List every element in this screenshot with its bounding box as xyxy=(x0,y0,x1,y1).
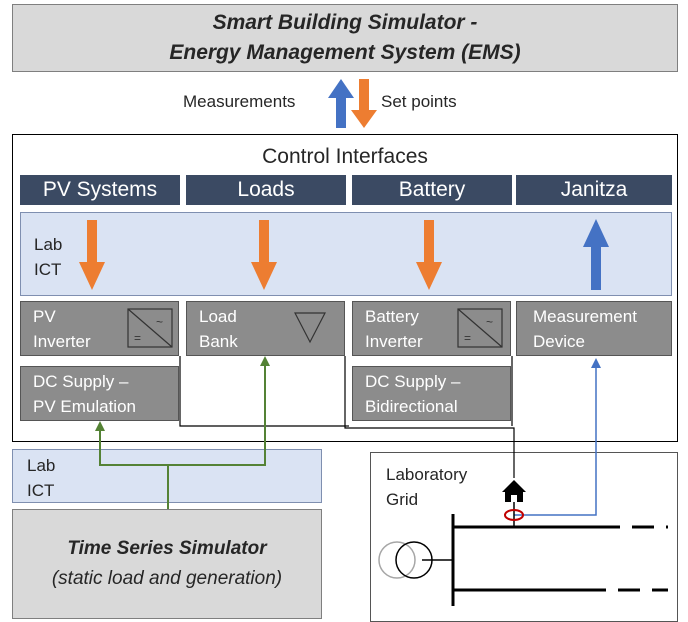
pv-inverter-line2: Inverter xyxy=(33,332,91,351)
load-bank-icon xyxy=(294,312,326,344)
svg-text:~: ~ xyxy=(156,315,163,329)
dc-supply-bidi-line1: DC Supply – xyxy=(365,372,461,391)
lab-ict-top-label: Lab ICT xyxy=(34,232,62,282)
svg-text:=: = xyxy=(134,331,141,345)
lab-ict-bottom-line2: ICT xyxy=(27,481,55,500)
house-icon xyxy=(502,480,526,502)
ems-title-line1: Smart Building Simulator - xyxy=(212,11,478,34)
measurement-device-line2: Device xyxy=(533,332,585,351)
svg-text:~: ~ xyxy=(486,315,493,329)
svg-text:=: = xyxy=(464,331,471,345)
grid-label-line2: Grid xyxy=(386,490,419,509)
current-sensor-icon xyxy=(504,509,524,521)
dc-supply-bidirectional: DC Supply – Bidirectional xyxy=(352,366,511,421)
pv-inverter-icon: = ~ xyxy=(127,308,173,348)
battery-inverter-line1: Battery xyxy=(365,307,419,326)
transformer-icon xyxy=(378,541,433,579)
load-bank: Load Bank xyxy=(186,301,345,356)
lab-ict-bottom-line1: Lab xyxy=(27,456,56,475)
lab-ict-bottom-label: Lab ICT xyxy=(27,453,55,503)
set-points-label: Set points xyxy=(381,92,457,111)
interface-janitza: Janitza xyxy=(516,175,672,205)
time-series-subtitle: (static load and generation) xyxy=(51,568,283,589)
dc-supply-pv-emulation: DC Supply – PV Emulation xyxy=(20,366,179,421)
ems-box: Smart Building Simulator - Energy Manage… xyxy=(12,4,678,72)
load-bank-line2: Bank xyxy=(199,332,238,351)
battery-inverter: Battery Inverter xyxy=(352,301,511,356)
time-series-links xyxy=(99,364,266,509)
dc-supply-pv-line2: PV Emulation xyxy=(33,397,136,416)
janitza-measurement-arrow xyxy=(583,219,609,290)
interface-pv-systems: PV Systems xyxy=(20,175,180,205)
lab-ict-top-line1: Lab xyxy=(34,235,63,254)
interface-loads: Loads xyxy=(186,175,346,205)
battery-setpoint-arrow xyxy=(416,220,442,290)
laboratory-grid xyxy=(370,452,678,622)
measurement-link xyxy=(514,366,597,516)
grid-label-line1: Laboratory xyxy=(386,465,468,484)
measurements-label: Measurements xyxy=(183,92,296,111)
control-interfaces-title: Control Interfaces xyxy=(262,145,428,168)
grid-busbars xyxy=(422,502,668,606)
battery-inverter-line2: Inverter xyxy=(365,332,423,351)
time-series-title: Time Series Simulator xyxy=(67,538,267,559)
lab-ict-top xyxy=(20,212,672,296)
dc-supply-bidi-line2: Bidirectional xyxy=(365,397,458,416)
pv-inverter-line1: PV xyxy=(33,307,56,326)
time-series-simulator: Time Series Simulator (static load and g… xyxy=(12,509,322,619)
battery-inverter-icon: = ~ xyxy=(457,308,503,348)
pv-setpoint-arrow xyxy=(79,220,105,290)
measurements-arrow xyxy=(328,79,354,128)
load-setpoint-arrow xyxy=(251,220,277,290)
pv-inverter: PV Inverter xyxy=(20,301,179,356)
measurement-device: Measurement Device xyxy=(516,301,672,356)
interface-battery: Battery xyxy=(352,175,512,205)
lab-ict-top-line2: ICT xyxy=(34,260,62,279)
power-wiring xyxy=(179,356,515,478)
laboratory-grid-label: Laboratory Grid xyxy=(386,462,467,512)
set-points-arrow xyxy=(351,79,377,128)
dc-supply-pv-line1: DC Supply – xyxy=(33,372,129,391)
measurement-device-line1: Measurement xyxy=(533,307,637,326)
load-bank-line1: Load xyxy=(199,307,237,326)
ems-title-line2: Energy Management System (EMS) xyxy=(169,41,521,64)
